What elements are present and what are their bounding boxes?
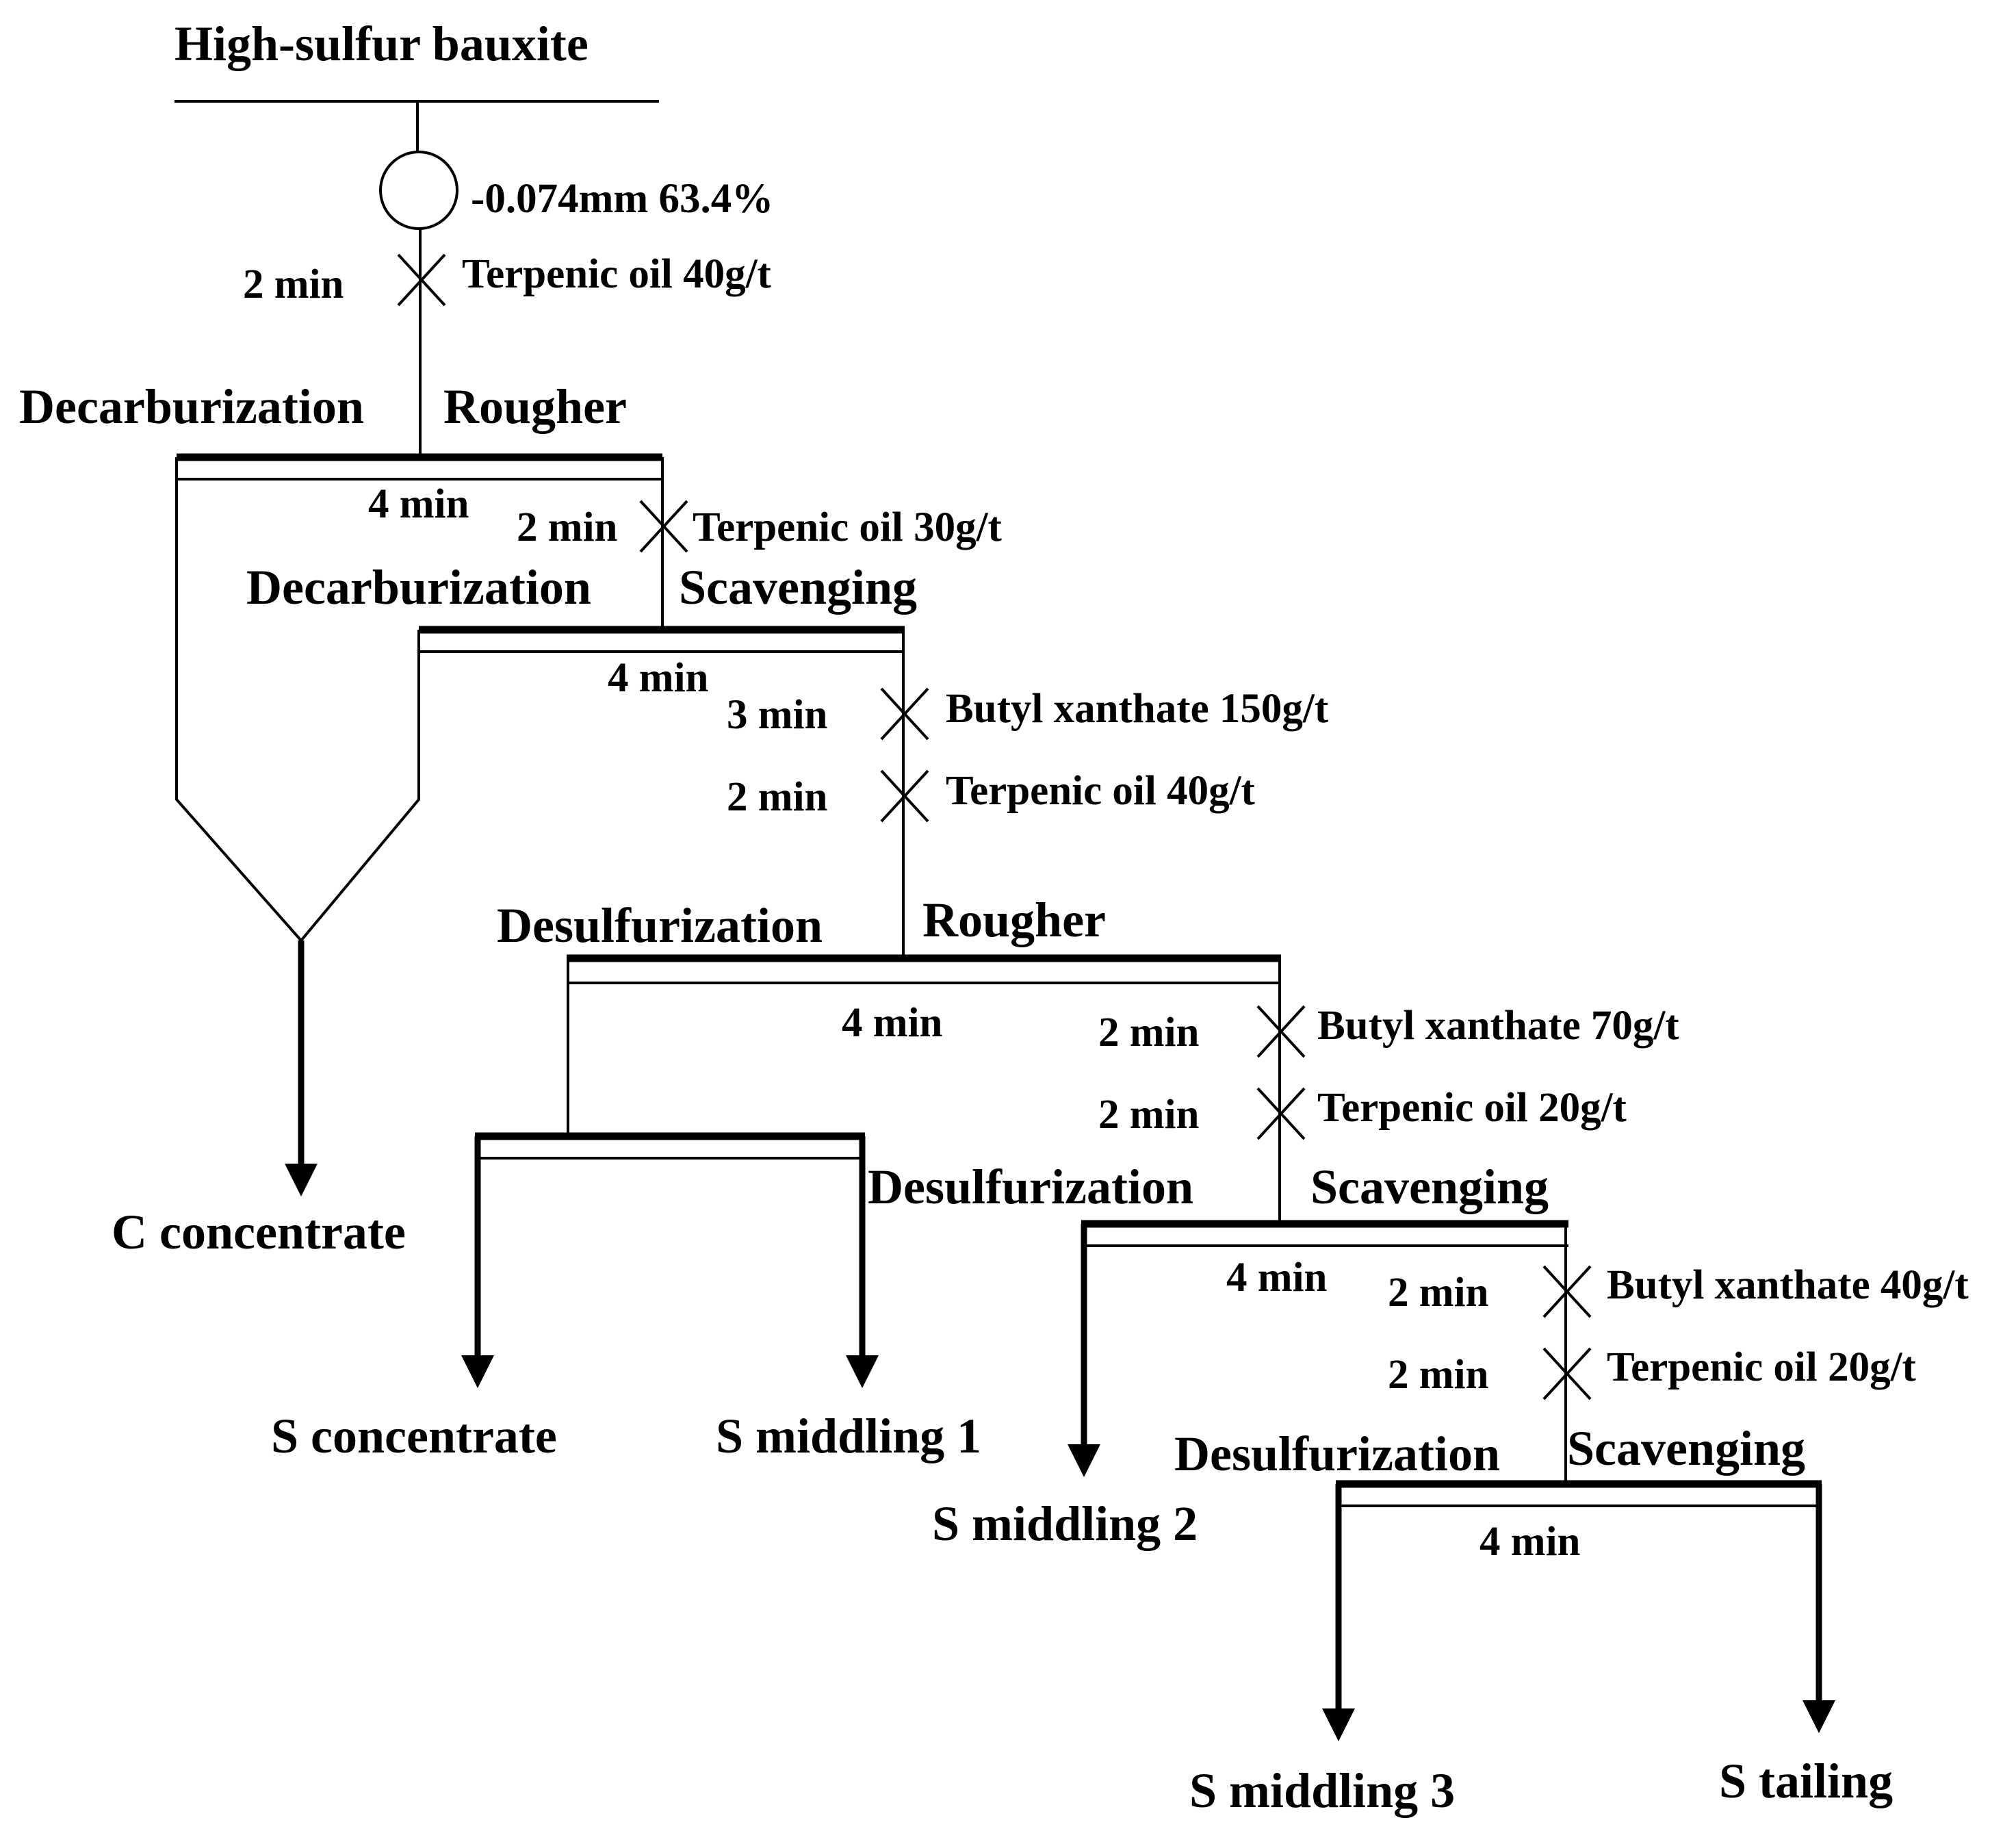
arrow-head-icon (846, 1355, 879, 1388)
product-s-concentrate: S concentrate (271, 1409, 557, 1463)
reagent-label: Terpenic oil 20g/t (1607, 1344, 1917, 1390)
reagent-time: 2 min (517, 504, 617, 550)
reagent-label: Terpenic oil 20g/t (1317, 1085, 1627, 1131)
arrow-head-icon (285, 1164, 318, 1196)
reagent-cross-icon (1542, 1265, 1592, 1318)
reagent-cross-icon (880, 769, 929, 823)
feed-title: High-sulfur bauxite (175, 16, 589, 71)
stage-type-label: Scavenging (1310, 1160, 1549, 1214)
arrow-head-icon (1802, 1700, 1835, 1733)
flotation-time: 4 min (1226, 1255, 1327, 1301)
flotation-time: 4 min (368, 481, 469, 527)
product-s-middling-2: S middling 2 (932, 1496, 1198, 1551)
flotation-time: 4 min (1479, 1519, 1580, 1565)
reagent-label: Terpenic oil 40g/t (946, 768, 1256, 814)
reagent-label: Butyl xanthate 70g/t (1317, 1003, 1679, 1049)
flotation-time: 4 min (842, 1000, 942, 1046)
reagent-time: 2 min (1098, 1010, 1199, 1055)
flotation-time: 4 min (608, 655, 708, 701)
reagent-time: 2 min (243, 261, 344, 307)
reagent-label: Butyl xanthate 40g/t (1607, 1262, 1969, 1308)
reagent-label: Terpenic oil 40g/t (462, 251, 772, 297)
reagent-time: 2 min (1388, 1270, 1488, 1316)
arrow-head-icon (1322, 1708, 1355, 1741)
reagent-time: 2 min (1388, 1352, 1488, 1398)
product-s-tailing: S tailing (1719, 1754, 1893, 1808)
product-s-middling-3: S middling 3 (1189, 1763, 1455, 1818)
stage-type-label: Scavenging (679, 560, 917, 615)
stage-type-label: Rougher (922, 893, 1106, 947)
reagent-label: Terpenic oil 30g/t (693, 504, 1003, 550)
reagent-cross-icon (1542, 1347, 1592, 1400)
grinding-mill-icon (379, 151, 458, 230)
grinding-fineness: -0.074mm 63.4% (471, 176, 773, 222)
stage-type-label: Scavenging (1567, 1421, 1805, 1476)
arrow-head-icon (461, 1355, 494, 1388)
concentrate-collection-funnel (175, 457, 420, 943)
reagent-time: 2 min (727, 774, 827, 820)
reagent-cross-icon (1256, 1087, 1306, 1140)
reagent-time: 2 min (1098, 1092, 1199, 1138)
reagent-time: 3 min (727, 692, 827, 738)
stage-type-label: Rougher (443, 379, 627, 434)
reagent-cross-icon (880, 687, 929, 741)
stage-op-label: Decarburization (246, 560, 591, 615)
reagent-cross-icon (1256, 1005, 1306, 1058)
stage-op-label: Desulfurization (497, 898, 823, 953)
stage-op-label: Desulfurization (868, 1160, 1193, 1214)
reagent-cross-icon (639, 500, 688, 553)
reagent-label: Butyl xanthate 150g/t (946, 686, 1329, 732)
arrow-head-icon (1068, 1444, 1100, 1477)
stage-op-label: Desulfurization (1174, 1426, 1500, 1481)
product-c-concentrate: C concentrate (112, 1205, 406, 1259)
stage-op-label: Decarburization (19, 379, 364, 434)
product-s-middling-1: S middling 1 (716, 1409, 981, 1463)
reagent-cross-icon (397, 253, 446, 307)
